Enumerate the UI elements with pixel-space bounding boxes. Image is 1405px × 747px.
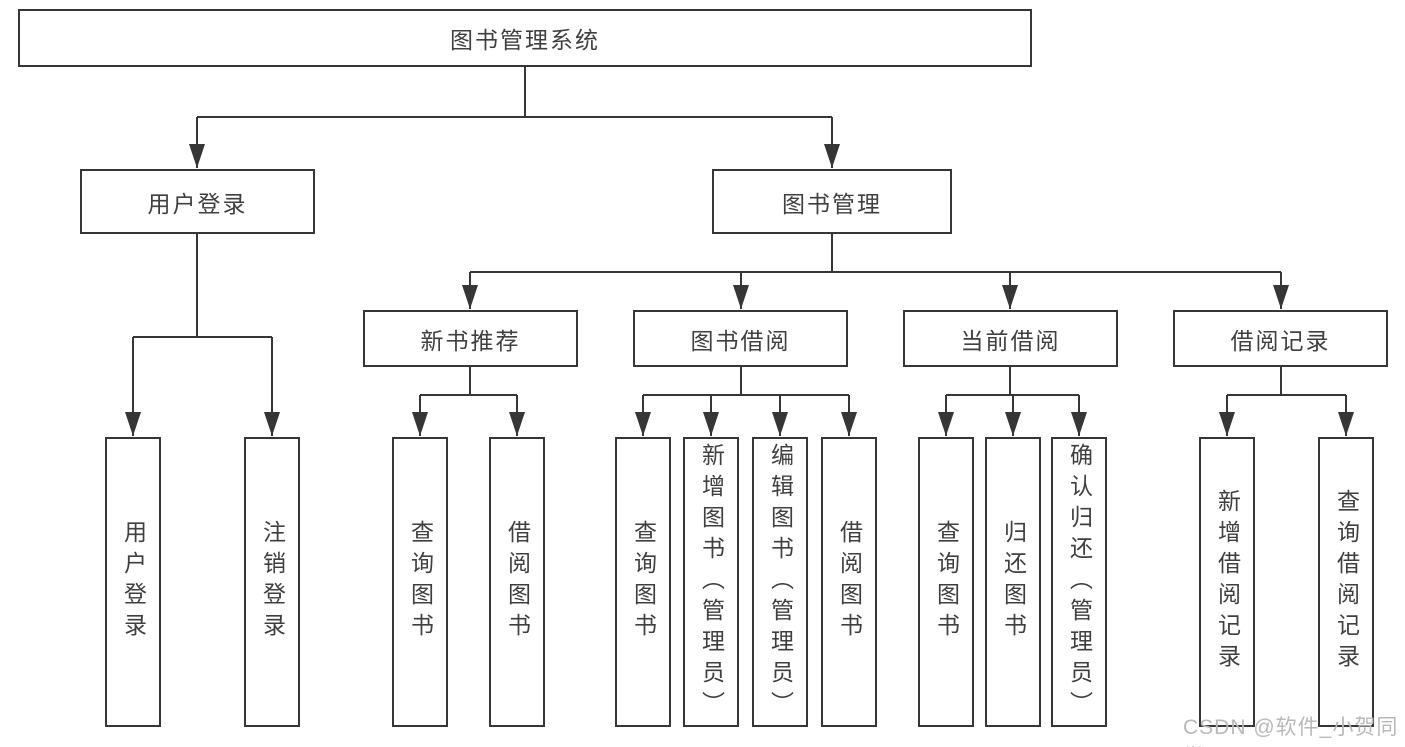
leaf-confirm-return-admin: 确认归还（管理员） <box>1051 437 1107 727</box>
leaf-current-query-books: 查询图书 <box>918 437 974 727</box>
leaf-recommend-query-books: 查询图书 <box>392 437 448 727</box>
node-book-management: 图书管理 <box>712 169 952 234</box>
node-new-book-recommend-label: 新书推荐 <box>420 327 521 354</box>
leaf-add-books-admin: 新增图书（管理员） <box>683 437 739 727</box>
node-borrow-records-label: 借阅记录 <box>1230 327 1331 354</box>
leaf-borrow-query-books: 查询图书 <box>615 437 671 727</box>
node-book-borrow: 图书借阅 <box>633 310 848 367</box>
node-borrow-records: 借阅记录 <box>1173 310 1388 367</box>
leaf-recommend-borrow-books: 借阅图书 <box>489 437 545 727</box>
node-user-login-label: 用户登录 <box>147 190 248 217</box>
leaf-edit-books-admin: 编辑图书（管理员） <box>752 437 808 727</box>
node-system-root: 图书管理系统 <box>18 9 1032 67</box>
leaf-query-borrow-record: 查询借阅记录 <box>1318 437 1374 727</box>
node-current-borrow-label: 当前借阅 <box>960 327 1061 354</box>
node-new-book-recommend: 新书推荐 <box>363 310 578 367</box>
node-book-management-label: 图书管理 <box>782 190 882 217</box>
watermark: CSDN @软件_小贺同学 <box>1183 716 1399 747</box>
leaf-logout: 注销登录 <box>244 437 300 727</box>
node-system-root-label: 图书管理系统 <box>450 27 600 53</box>
arrowheads <box>125 144 1354 436</box>
leaf-borrow-books: 借阅图书 <box>821 437 877 727</box>
node-current-borrow: 当前借阅 <box>903 310 1118 367</box>
leaf-add-borrow-record: 新增借阅记录 <box>1199 437 1255 727</box>
leaf-user-login: 用户登录 <box>105 437 161 727</box>
leaf-return-books: 归还图书 <box>985 437 1041 727</box>
node-book-borrow-label: 图书借阅 <box>690 327 791 354</box>
node-user-login: 用户登录 <box>80 169 315 234</box>
